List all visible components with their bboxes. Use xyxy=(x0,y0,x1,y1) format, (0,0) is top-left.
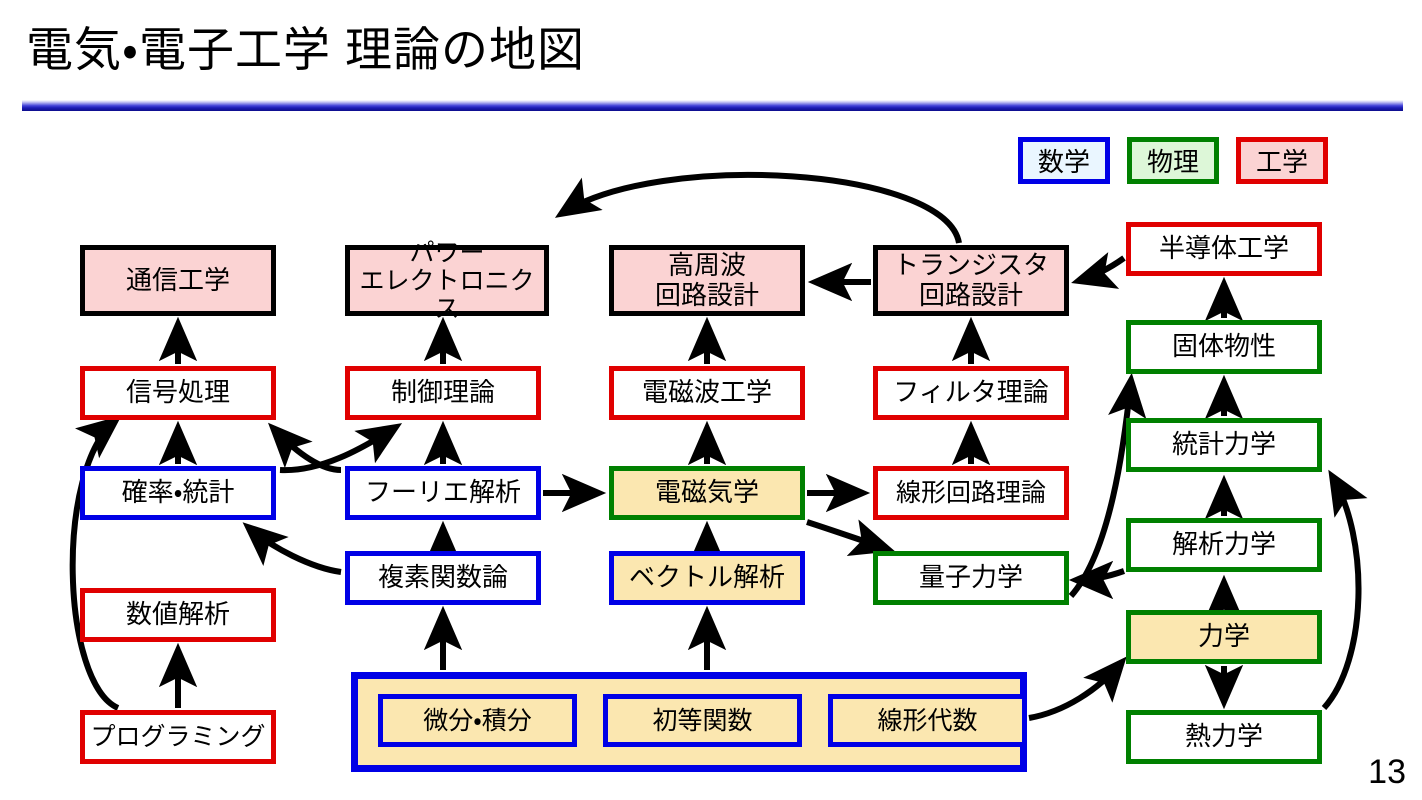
node-kaiseki-rikigaku[interactable]: 解析力学 xyxy=(1126,518,1322,572)
node-label: プログラミング xyxy=(90,723,266,751)
node-denjikigaku[interactable]: 電磁気学 xyxy=(609,466,805,520)
arrow-kakuritsu-to-seigyo xyxy=(279,423,403,474)
node-label: フィルタ理論 xyxy=(893,377,1049,408)
node-label: 線形回路理論 xyxy=(895,479,1046,507)
node-shoto-kansu[interactable]: 初等関数 xyxy=(603,694,802,747)
node-label: 微分・積分 xyxy=(423,706,532,735)
node-kotai-bussei[interactable]: 固体物性 xyxy=(1126,320,1322,374)
node-power-electronics[interactable]: パワー エレクトロニクス xyxy=(345,239,549,323)
node-label: 統計力学 xyxy=(1171,429,1276,460)
arrow-ryoshi-to-kotai xyxy=(1068,372,1147,598)
node-label: トランジスタ 回路設計 xyxy=(892,250,1049,310)
node-tokei-rikigaku[interactable]: 統計力学 xyxy=(1126,418,1322,472)
arrow-kaiseki-to-ryoshi xyxy=(1068,560,1126,600)
arrow-transistor-to-power xyxy=(554,171,962,244)
title-block: 電気・電子工学 理論の地図 xyxy=(26,10,1406,102)
node-label: 固体物性 xyxy=(1171,331,1276,362)
arrow-denjiki-to-ryoshi xyxy=(806,519,895,557)
legend-item-engineering: 工学 xyxy=(1236,137,1328,184)
node-label: 解析力学 xyxy=(1171,529,1276,560)
legend: 数学 物理 工学 xyxy=(1018,137,1328,184)
node-shingo-shori[interactable]: 信号処理 xyxy=(80,366,276,420)
node-senkei-kairo-riron[interactable]: 線形回路理論 xyxy=(873,466,1069,520)
node-kakuritsu-tokei[interactable]: 確率・統計 xyxy=(80,466,276,520)
node-label: 半導体工学 xyxy=(1158,233,1289,264)
title-divider-rule xyxy=(22,100,1403,111)
node-label: 熱力学 xyxy=(1184,721,1263,752)
node-label: 線形代数 xyxy=(877,706,978,735)
node-label: パワー エレクトロニクス xyxy=(359,238,535,323)
node-label: フーリエ解析 xyxy=(364,477,521,508)
legend-item-physics: 物理 xyxy=(1127,137,1219,184)
node-netsu-rikigaku[interactable]: 熱力学 xyxy=(1126,710,1322,764)
node-label: 高周波 回路設計 xyxy=(654,250,759,310)
node-label: 確率・統計 xyxy=(121,477,235,508)
node-denjiha-kougaku[interactable]: 電磁波工学 xyxy=(609,366,805,420)
node-tsushin-kougaku[interactable]: 通信工学 xyxy=(80,245,276,316)
page-number: 13 xyxy=(1368,753,1406,791)
node-filter-riron[interactable]: フィルタ理論 xyxy=(873,366,1069,420)
node-label: ベクトル解析 xyxy=(628,562,785,593)
arrow-fourier-to-shingo xyxy=(268,422,342,473)
node-label: 信号処理 xyxy=(125,377,230,408)
legend-label-math: 数学 xyxy=(1037,147,1090,177)
node-label: 制御理論 xyxy=(390,377,495,408)
legend-item-math: 数学 xyxy=(1018,137,1110,184)
arrow-programming-to-shingo xyxy=(69,415,122,711)
node-rikigaku[interactable]: 力学 xyxy=(1126,610,1322,664)
node-ryoshi-rikigaku[interactable]: 量子力学 xyxy=(873,551,1069,605)
node-label: 数値解析 xyxy=(125,599,230,630)
page-title: 電気・電子工学 理論の地図 xyxy=(26,23,586,76)
node-label: 力学 xyxy=(1197,621,1250,652)
node-suchi-kaiseki[interactable]: 数値解析 xyxy=(80,588,276,642)
node-label: 初等関数 xyxy=(652,706,753,735)
node-label: 電磁気学 xyxy=(654,477,759,508)
arrow-netsu-to-tokei xyxy=(1321,469,1368,710)
legend-label-physics: 物理 xyxy=(1146,147,1199,177)
node-label: 電磁波工学 xyxy=(641,377,772,408)
node-fourier-kaiseki[interactable]: フーリエ解析 xyxy=(345,466,541,520)
node-fukuso-kansuron[interactable]: 複素関数論 xyxy=(345,551,541,605)
node-label: 通信工学 xyxy=(125,264,230,295)
node-kosyuha-kairo-sekkei[interactable]: 高周波 回路設計 xyxy=(609,245,805,316)
node-label: 量子力学 xyxy=(918,562,1023,593)
arrow-fukuso-to-kakuritsu xyxy=(242,522,342,575)
arrow-basis-to-rikigaku xyxy=(1028,656,1127,721)
node-senkei-daisu[interactable]: 線形代数 xyxy=(828,694,1027,747)
node-label: 複素関数論 xyxy=(377,562,508,593)
node-programming[interactable]: プログラミング xyxy=(80,710,276,764)
node-vector-kaiseki[interactable]: ベクトル解析 xyxy=(609,551,805,605)
node-handotai-kougaku[interactable]: 半導体工学 xyxy=(1126,222,1322,276)
node-bibun-sekibun[interactable]: 微分・積分 xyxy=(378,694,577,747)
arrow-handotai-to-transistor xyxy=(1071,252,1126,289)
legend-label-engineering: 工学 xyxy=(1255,147,1308,177)
node-transistor-kairo-sekkei[interactable]: トランジスタ 回路設計 xyxy=(873,245,1069,316)
node-seigyo-riron[interactable]: 制御理論 xyxy=(345,366,541,420)
